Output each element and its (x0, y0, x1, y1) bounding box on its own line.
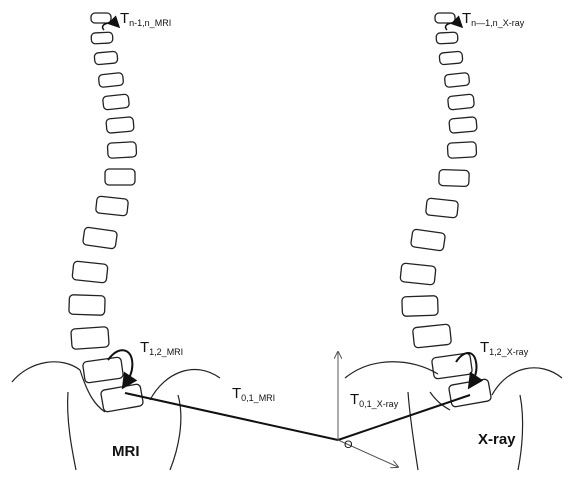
caption-xray: X-ray (478, 431, 516, 448)
vertebra (72, 261, 108, 283)
vertebra (436, 32, 458, 44)
label-t12-xray: T1,2_X-ray (480, 339, 529, 357)
vertebra (425, 198, 458, 218)
vertebra (449, 117, 477, 134)
label-t01-xray: T0,1_X-ray (350, 391, 399, 409)
vertebra (431, 353, 472, 379)
vertebra (91, 13, 111, 23)
vertebra (82, 357, 123, 383)
vertebra (105, 169, 135, 185)
caption-mri: MRI (112, 443, 140, 460)
label-t-n-xray: Tn—1,n_X-ray (462, 10, 525, 28)
vertebra (400, 263, 436, 285)
vertebra (98, 72, 123, 87)
vertebra (94, 51, 118, 65)
vertebra (435, 13, 455, 23)
vertebra (82, 227, 117, 249)
vertebra (95, 196, 128, 216)
vertebra (100, 384, 143, 413)
mri-spine (69, 13, 144, 412)
vertebra (412, 324, 451, 348)
vertebra (71, 327, 109, 350)
rotation-arrow-top-right (446, 23, 461, 30)
rotation-arrow-top-left (103, 23, 118, 30)
vertebra (448, 94, 475, 110)
vertebra (402, 296, 438, 317)
vertebra (103, 94, 130, 110)
vertebra (444, 72, 469, 87)
vertebra (69, 295, 105, 316)
vertebra (439, 51, 463, 65)
vertebra (410, 229, 445, 251)
label-t01-mri: T0,1_MRI (232, 385, 275, 403)
label-origin: O (344, 439, 353, 451)
xray-spine (400, 13, 492, 407)
vertebra (447, 142, 476, 159)
vertebra (106, 117, 134, 134)
vertebra (107, 142, 136, 159)
vertebra (439, 169, 470, 186)
label-t12-mri: T1,2_MRI (140, 339, 183, 357)
vertebra (91, 32, 113, 44)
label-t-n-mri: Tn-1,n_MRI (120, 10, 171, 28)
vertebra (448, 379, 491, 408)
pelvis-right (345, 362, 562, 470)
